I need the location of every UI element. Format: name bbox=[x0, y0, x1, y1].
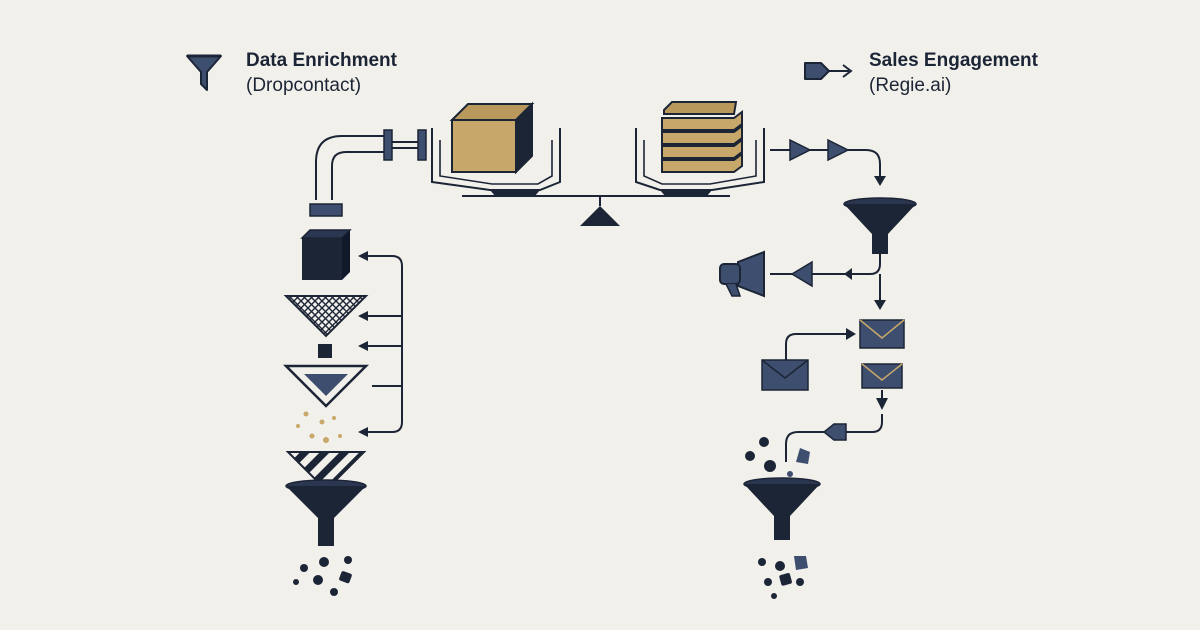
envelope-icon bbox=[861, 363, 903, 389]
arrow-tag-icon bbox=[804, 62, 853, 80]
funnel-icon bbox=[186, 54, 222, 91]
flow-right-middle bbox=[770, 254, 881, 304]
scale-pan-right bbox=[635, 128, 765, 196]
mesh-filter-icon bbox=[283, 295, 369, 338]
legend-title-sales-engagement: Sales Engagement bbox=[869, 50, 1038, 71]
funnel-icon bbox=[843, 197, 917, 254]
output-particles bbox=[758, 556, 808, 599]
arrow-icon bbox=[789, 138, 812, 162]
envelope-icon bbox=[859, 319, 905, 349]
arrowheads-left bbox=[358, 251, 368, 437]
legend-title-data-enrichment: Data Enrichment bbox=[246, 50, 397, 71]
legend-subtitle-dropcontact: (Dropcontact) bbox=[246, 75, 362, 96]
arrow-left-icon bbox=[790, 260, 813, 288]
square-particle-icon bbox=[318, 344, 332, 358]
balance-scale bbox=[431, 101, 765, 226]
arrow-tag-icon bbox=[822, 423, 847, 441]
envelope-icon bbox=[761, 359, 809, 391]
stacked-slabs-icon bbox=[661, 101, 743, 173]
legend-subtitle-regie: (Regie.ai) bbox=[869, 75, 952, 96]
triangle-filter-icon bbox=[282, 364, 370, 408]
cube-icon bbox=[300, 229, 352, 280]
funnel-icon bbox=[285, 479, 367, 546]
output-particles bbox=[293, 556, 352, 596]
arrow-icon bbox=[827, 138, 850, 162]
box-icon bbox=[449, 101, 535, 175]
flow-right-envelopes bbox=[785, 333, 883, 462]
gold-particles bbox=[296, 411, 342, 443]
pipe bbox=[309, 129, 427, 217]
scale-pan-left bbox=[431, 128, 561, 196]
scale-fulcrum bbox=[580, 206, 620, 226]
striped-filter-icon bbox=[285, 451, 367, 483]
filtration-column bbox=[282, 229, 370, 596]
input-particles bbox=[745, 437, 810, 477]
funnel-icon bbox=[743, 477, 821, 540]
megaphone-icon bbox=[719, 250, 765, 298]
flow-right-top bbox=[770, 138, 886, 186]
